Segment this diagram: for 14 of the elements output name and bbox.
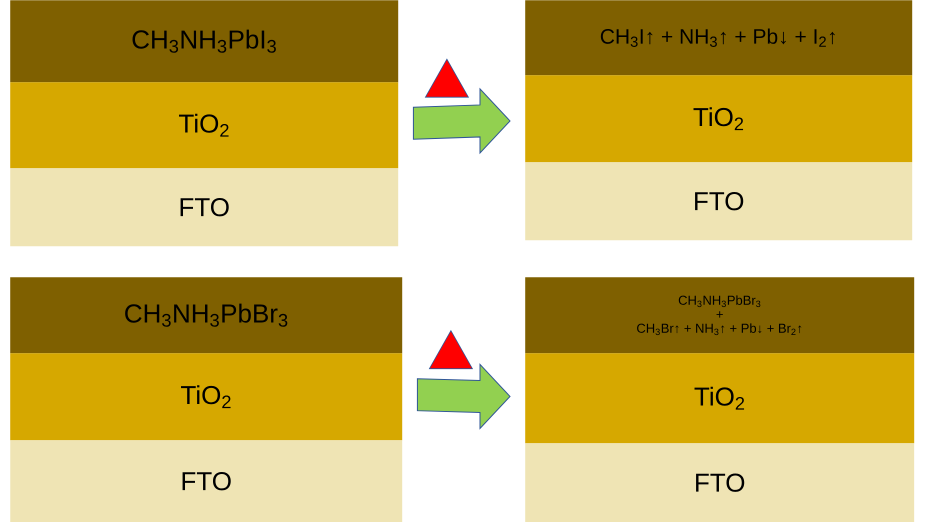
block-arrow — [412, 88, 511, 154]
layer-box: TiO$_{2}$ — [525, 353, 914, 444]
layer-box: CH$_{3}$I↑ + NH$_{3}$↑ + Pb↓ + I$_{2}$↑ — [525, 0, 912, 76]
layer-box: CH$_{3}$NH$_{3}$PbBr$_{3}$ + CH$_{3}$Br↑ + NH$_{3}$↑ + Pb↓ + Br$_{2}$↑ — [525, 277, 914, 354]
layer-box: TiO$_{2}$ — [10, 82, 398, 168]
layer-box: TiO$_{2}$ — [10, 353, 402, 440]
block-arrow — [416, 363, 511, 430]
layer-box: CH$_{3}$NH$_{3}$PbBr$_{3}$ — [10, 277, 402, 354]
layer-box: FTO — [10, 440, 402, 522]
layer-box: FTO — [10, 168, 398, 246]
layer-box: FTO — [525, 162, 912, 240]
layer-box: CH$_{3}$NH$_{3}$PbI$_{3}$ — [10, 0, 398, 82]
layer-box: TiO$_{2}$ — [525, 75, 912, 162]
layer-box: FTO — [525, 443, 914, 522]
